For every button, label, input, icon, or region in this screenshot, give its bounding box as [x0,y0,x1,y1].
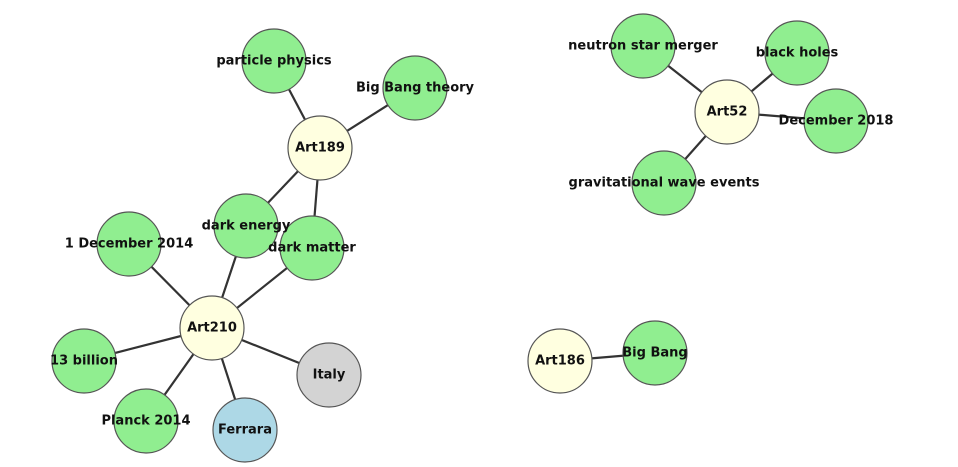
node-label-billion13: 13 billion [50,354,118,369]
node-dark_matter [279,215,345,281]
node-billion13 [51,328,117,394]
node-italy [296,342,362,408]
node-label-planck2014: Planck 2014 [101,414,190,429]
node-dec2014 [96,211,162,277]
node-neutron [610,13,676,79]
node-label-black_holes: black holes [756,46,839,61]
node-art210 [179,295,245,361]
node-label-dark_energy: dark energy [202,219,291,234]
node-dec2018 [803,88,869,154]
node-big_bang_theory [382,55,448,121]
node-planck2014 [113,388,179,454]
node-label-art189: Art189 [295,141,345,156]
node-ferrara [212,397,278,463]
node-label-art186: Art186 [535,354,585,369]
node-art186 [527,328,593,394]
node-label-italy: Italy [313,368,346,383]
node-big_bang [622,320,688,386]
node-art52 [694,79,760,145]
node-label-particle_physics: particle physics [216,54,332,69]
node-label-neutron: neutron star merger [568,39,718,54]
node-label-big_bang: Big Bang [622,346,687,361]
node-art189 [287,115,353,181]
node-label-ferrara: Ferrara [218,423,272,438]
node-label-dark_matter: dark matter [268,241,356,256]
node-particle_physics [241,28,307,94]
node-label-art210: Art210 [187,321,237,336]
nodes-layer [51,13,869,463]
node-black_holes [764,20,830,86]
node-grav [631,150,697,216]
node-label-dec2014: 1 December 2014 [65,237,194,252]
node-label-art52: Art52 [707,105,748,120]
node-label-big_bang_theory: Big Bang theory [356,81,475,96]
node-label-grav: gravitational wave events [569,176,760,191]
node-label-dec2018: December 2018 [779,114,894,129]
node-dark_energy [213,193,279,259]
